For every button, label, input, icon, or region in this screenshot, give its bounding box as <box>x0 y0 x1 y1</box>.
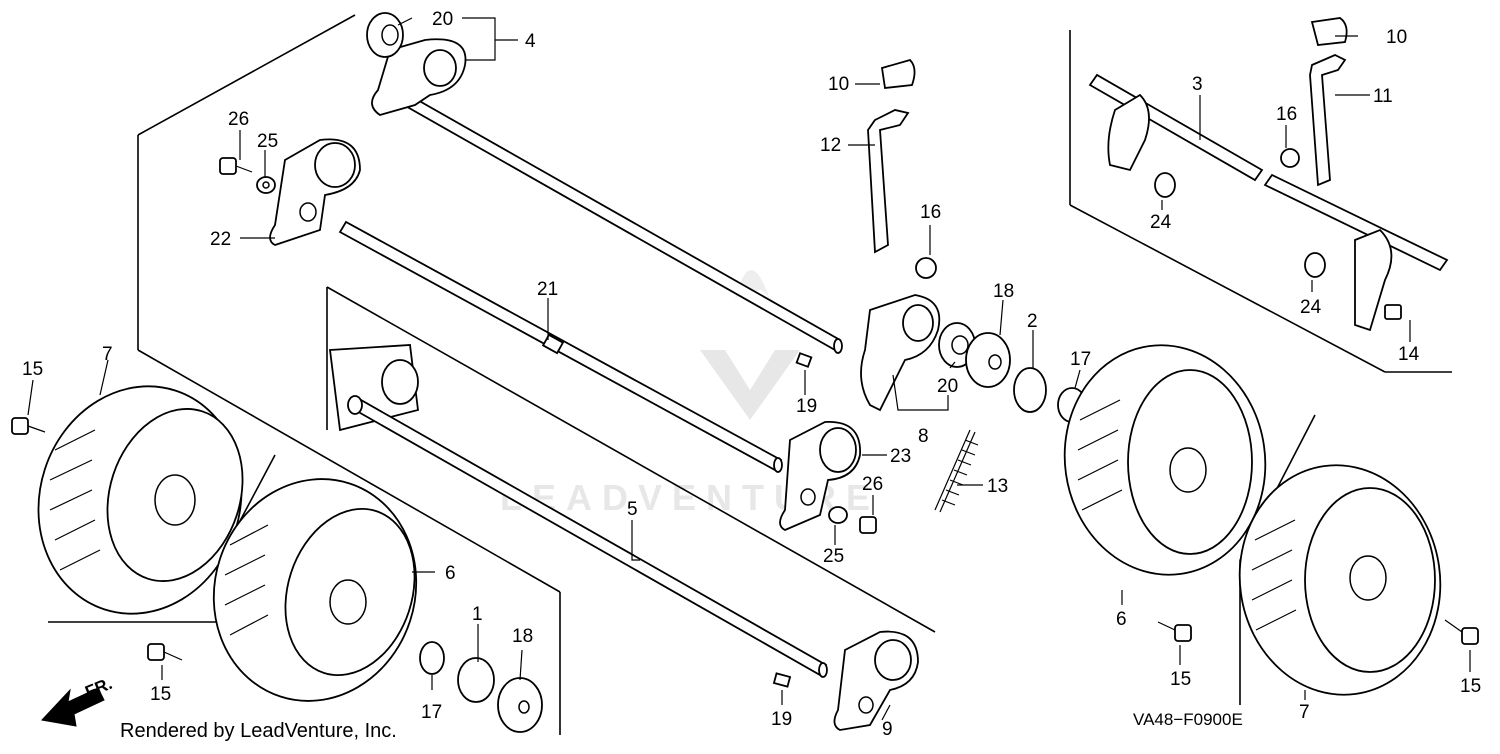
bolt-26-center <box>859 516 877 534</box>
callout-label: 20 <box>432 9 453 30</box>
callout-label: 18 <box>993 281 1014 302</box>
callout-label: 19 <box>796 396 817 417</box>
callout-label: 11 <box>1373 86 1393 107</box>
callout-label: 25 <box>257 131 278 152</box>
callout-label: 26 <box>228 109 249 130</box>
callout-label: 21 <box>537 279 558 300</box>
callout-label: 7 <box>102 344 113 365</box>
axle-3 <box>1088 73 1449 332</box>
footer-credit: Rendered by LeadVenture, Inc. <box>120 720 397 742</box>
callout-label: 6 <box>1116 609 1127 630</box>
callout-label: 3 <box>1192 74 1203 95</box>
callout-label: 9 <box>882 719 893 740</box>
front-arrow-label: FR. <box>82 674 115 702</box>
bushing-1 <box>457 657 495 703</box>
callout-label: 16 <box>1276 104 1297 125</box>
bracket-22 <box>269 138 361 246</box>
callout-label: 14 <box>1398 344 1420 365</box>
callout-label: 22 <box>210 229 231 250</box>
washer-25-center <box>828 506 848 524</box>
wheel-6-right <box>1063 344 1267 642</box>
callout-label: 10 <box>1386 27 1407 48</box>
front-arrow-icon <box>41 687 105 727</box>
callout-label: 15 <box>150 684 171 705</box>
callout-label: 6 <box>445 563 456 584</box>
nut-16-right <box>1280 148 1300 168</box>
callout-label: 23 <box>890 446 911 467</box>
callout-label: 15 <box>22 359 43 380</box>
washer-17-bottom <box>419 641 445 675</box>
callout-label: 15 <box>1460 676 1481 697</box>
stay-11 <box>1309 17 1348 187</box>
callout-label: 24 <box>1300 297 1322 318</box>
callout-label: 5 <box>627 499 638 520</box>
bolt-26-top <box>219 157 276 194</box>
pin-19-bottom <box>772 672 792 688</box>
callout-label: 7 <box>1299 702 1310 723</box>
callout-label: 26 <box>862 474 883 495</box>
callout-label: 10 <box>828 74 849 95</box>
bracket-9 <box>833 630 919 731</box>
callout-label: 8 <box>918 426 929 447</box>
axle-4 <box>366 12 843 354</box>
callout-label: 17 <box>1070 349 1091 370</box>
callout-label: 19 <box>771 709 792 730</box>
callout-label: 18 <box>512 626 533 647</box>
callout-label: 2 <box>1027 311 1038 332</box>
bracket-8 <box>860 294 1087 423</box>
callout-label: 25 <box>823 546 844 567</box>
callout-label: 4 <box>525 31 536 52</box>
callout-label: 12 <box>820 135 841 156</box>
small-parts-bottom <box>419 352 877 733</box>
callout-label: 15 <box>1170 669 1191 690</box>
nut-16-center <box>915 257 937 279</box>
callout-label: 16 <box>920 202 941 223</box>
wheel-6-left <box>147 478 418 702</box>
callout-label: 20 <box>937 376 958 397</box>
wheel-7-left <box>11 385 244 615</box>
axle-5 <box>328 344 828 678</box>
spring-13 <box>934 429 979 513</box>
leader-lines <box>27 17 1471 721</box>
bracket-23 <box>779 421 861 531</box>
watermark-logo-icon <box>700 350 800 420</box>
callout-label: 24 <box>1150 212 1172 233</box>
pin-19-top <box>795 352 813 368</box>
callout-label: 1 <box>472 604 483 625</box>
callout-labels: 20 4 26 25 22 10 12 16 3 11 16 24 24 14 … <box>22 9 1481 740</box>
callout-label: 17 <box>421 702 442 723</box>
wheel-7-right <box>1238 464 1479 696</box>
diagram-code: VA48−F0900E <box>1133 710 1243 729</box>
callout-label: 13 <box>987 476 1008 497</box>
stay-12 <box>867 58 916 254</box>
